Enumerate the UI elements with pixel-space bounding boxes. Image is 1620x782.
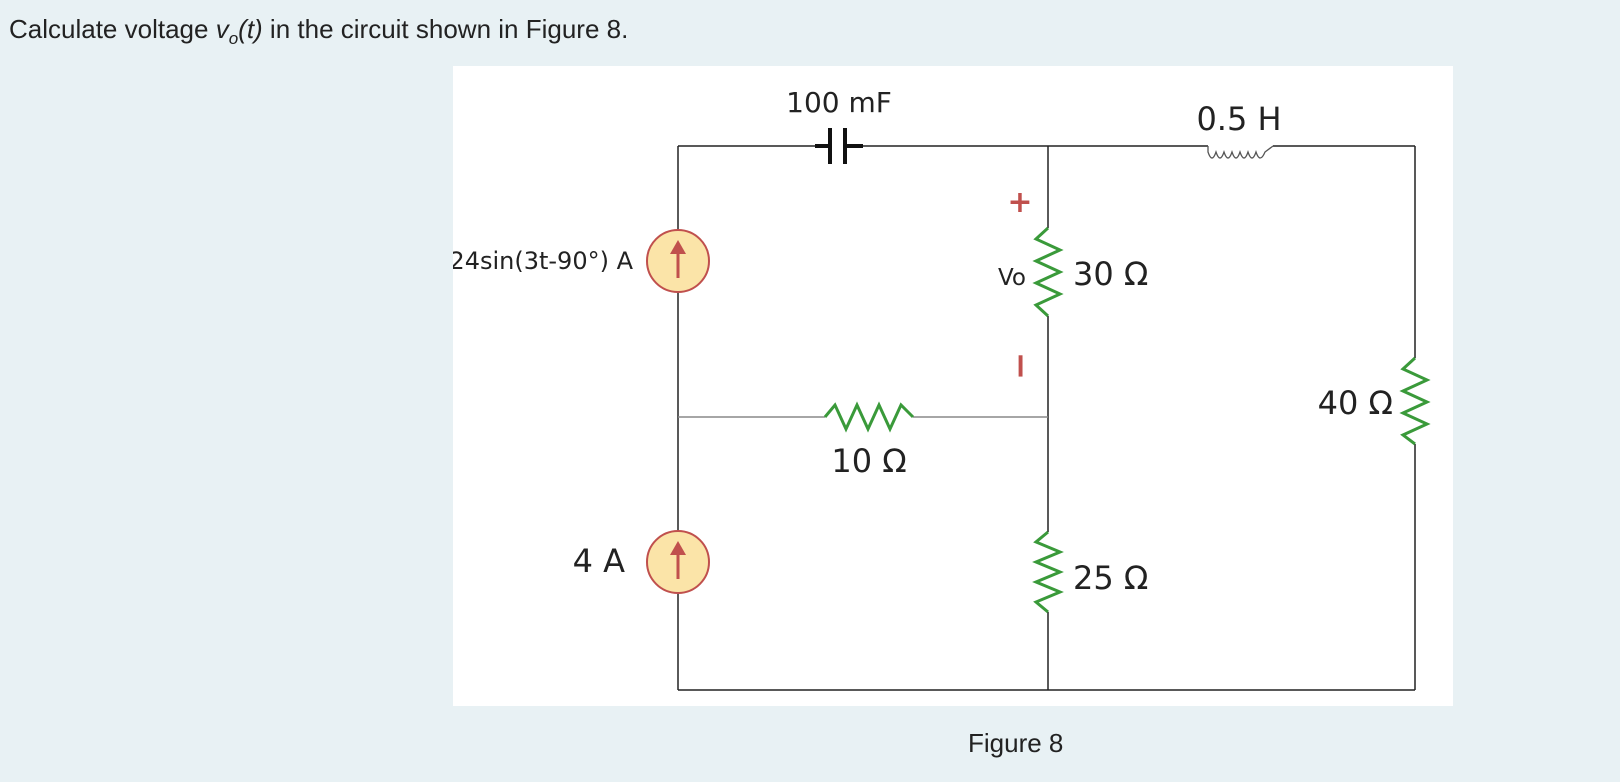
- circuit-figure: 100 mF 0.5 H 24sin(3t-90°) A 4 A Vo 30 Ω…: [453, 66, 1453, 706]
- question-suffix: in the circuit shown in Figure 8.: [262, 14, 629, 44]
- minus-sign: −: [1001, 352, 1041, 381]
- source-bottom-label: 4 A: [573, 542, 626, 580]
- source-top-label: 24sin(3t-90°) A: [453, 247, 634, 275]
- resistor-25-ohm: [1032, 530, 1064, 614]
- resistor-40-label: 40 Ω: [1318, 384, 1393, 422]
- current-source-top: [646, 229, 710, 293]
- resistor-25-label: 25 Ω: [1073, 559, 1148, 597]
- resistor-10-ohm: [823, 401, 915, 433]
- vo-variable: vo(t): [215, 14, 263, 49]
- resistor-40-ohm: [1399, 356, 1431, 446]
- question-prefix: Calculate voltage: [9, 14, 216, 44]
- resistor-30-ohm: [1032, 226, 1064, 318]
- resistor-10-label: 10 Ω: [831, 442, 906, 480]
- question-text: Calculate voltage vo(t) in the circuit s…: [9, 14, 628, 49]
- inductor-0-5h: [1207, 145, 1274, 159]
- figure-caption: Figure 8: [968, 728, 1064, 758]
- wires: [677, 145, 1416, 691]
- inductor-label: 0.5 H: [1196, 100, 1281, 138]
- vo-label: Vo: [998, 265, 1026, 291]
- current-source-bottom: [646, 530, 710, 594]
- plus-sign: +: [1007, 185, 1032, 220]
- resistor-30-label: 30 Ω: [1073, 255, 1148, 293]
- capacitor-100mf: [815, 128, 863, 164]
- capacitor-label: 100 mF: [786, 86, 892, 119]
